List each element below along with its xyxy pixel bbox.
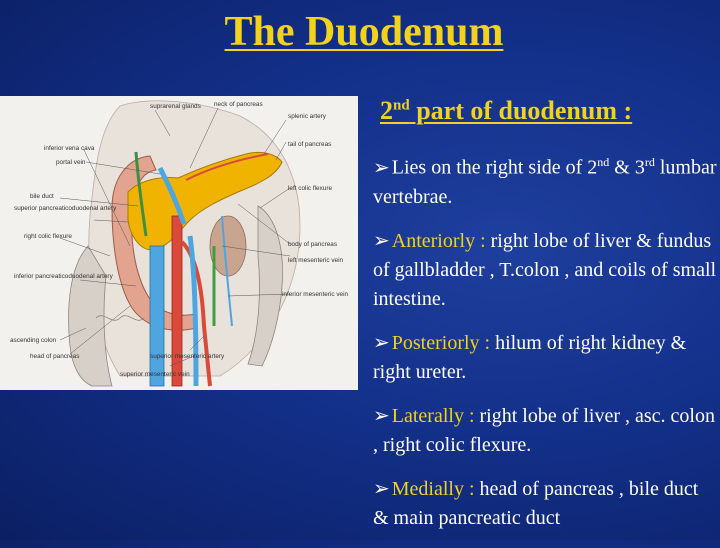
bullet-keyword: Posteriorly : [391,331,491,354]
bullet-text: & 3 [609,156,645,179]
label-superior-mesenteric-vein: superior mesenteric vein [120,371,190,378]
bullet-text: rd [644,155,655,169]
bullet-text: nd [597,155,610,169]
bullet-item: ➢Lies on the right side of 2nd & 3rd lum… [373,148,718,212]
leader-lines [59,107,291,367]
label-portal-vein: portal vein [56,159,86,166]
subtitle-text: part of duodenum : [409,96,633,125]
bullet-item: ➢Laterally : right lobe of liver , asc. … [373,402,718,460]
bullet-item: ➢Posteriorly : hilum of right kidney & r… [373,329,718,387]
inferior-mesenteric-vein-shape [221,215,233,327]
bullet-item: ➢Anteriorly : right lobe of liver & fund… [373,227,718,314]
bullet-list: ➢Lies on the right side of 2nd & 3rd lum… [373,148,718,548]
bullet-text: right lobe of liver , asc. colon , right… [373,404,715,456]
arrow-bullet-icon: ➢ [373,331,390,354]
label-superior-pancreaticoduodenal: superior pancreaticoduodenal artery [14,205,117,212]
label-bile-duct: bile duct [30,193,54,200]
duodenum-anatomy-figure: suprarenal glands neck of pancreas splen… [0,96,358,390]
label-left-colic-flexure: left colic flexure [288,185,332,192]
arrow-bullet-icon: ➢ [373,229,390,252]
label-left-mesenteric-vein: left mesenteric vein [288,257,343,264]
bullet-text: head of pancreas , bile duct & main panc… [373,477,699,529]
bullet-text: lumbar vertebrae. [373,156,717,208]
label-neck-of-pancreas: neck of pancreas [214,101,263,108]
label-inferior-pancreaticoduodenal: inferior pancreaticoduodenal artery [14,273,114,280]
bullet-text: Lies on the right side of 2 [391,156,598,179]
superior-mesenteric-vein-shape [187,235,199,387]
bullet-keyword: Medially : [391,477,475,500]
label-body-of-pancreas: body of pancreas [288,241,337,248]
label-splenic-artery: splenic artery [288,113,327,120]
label-inferior-vena-cava: inferior vena cava [44,145,95,152]
label-superior-mesenteric-artery: superior mesenteric artery [150,353,225,360]
slide-title: The Duodenum [224,9,504,55]
arrow-bullet-icon: ➢ [373,156,390,179]
intestine-loop-shape [95,315,145,321]
bile-duct-shape [134,151,148,237]
bullet-keyword: Laterally : [391,404,475,427]
label-ascending-colon: ascending colon [10,337,57,344]
descending-colon-shape [247,205,283,367]
ascending-colon-shape [68,245,113,387]
label-suprarenal-glands: suprarenal glands [150,103,201,110]
label-head-of-pancreas: head of pancreas [30,353,79,360]
anatomy-illustration: suprarenal glands neck of pancreas splen… [0,96,358,390]
subtitle-number: 2 [380,96,393,125]
superior-mesenteric-artery-shape [180,240,212,387]
arrow-bullet-icon: ➢ [373,477,390,500]
arrow-bullet-icon: ➢ [373,404,390,427]
portal-vein-shape [157,166,187,225]
bullet-keyword: Anteriorly : [391,229,486,252]
splenic-artery-shape [185,153,269,181]
aorta-shape [171,215,183,387]
subtitle-ordinal: nd [393,97,410,114]
label-tail-of-pancreas: tail of pancreas [288,141,331,148]
label-inferior-mesenteric-vein: inferior mesenteric vein [282,291,349,298]
bullet-text: right lobe of liver & fundus of gallblad… [373,229,717,310]
bullet-item: ➢Medially : head of pancreas , bile duct… [373,475,718,533]
slide-subtitle: 2nd part of duodenum : [380,96,632,126]
bullet-text: hilum of right kidney & right ureter. [373,331,687,383]
label-right-colic-flexure: right colic flexure [24,233,72,240]
inferior-vena-cava-shape [149,245,165,387]
